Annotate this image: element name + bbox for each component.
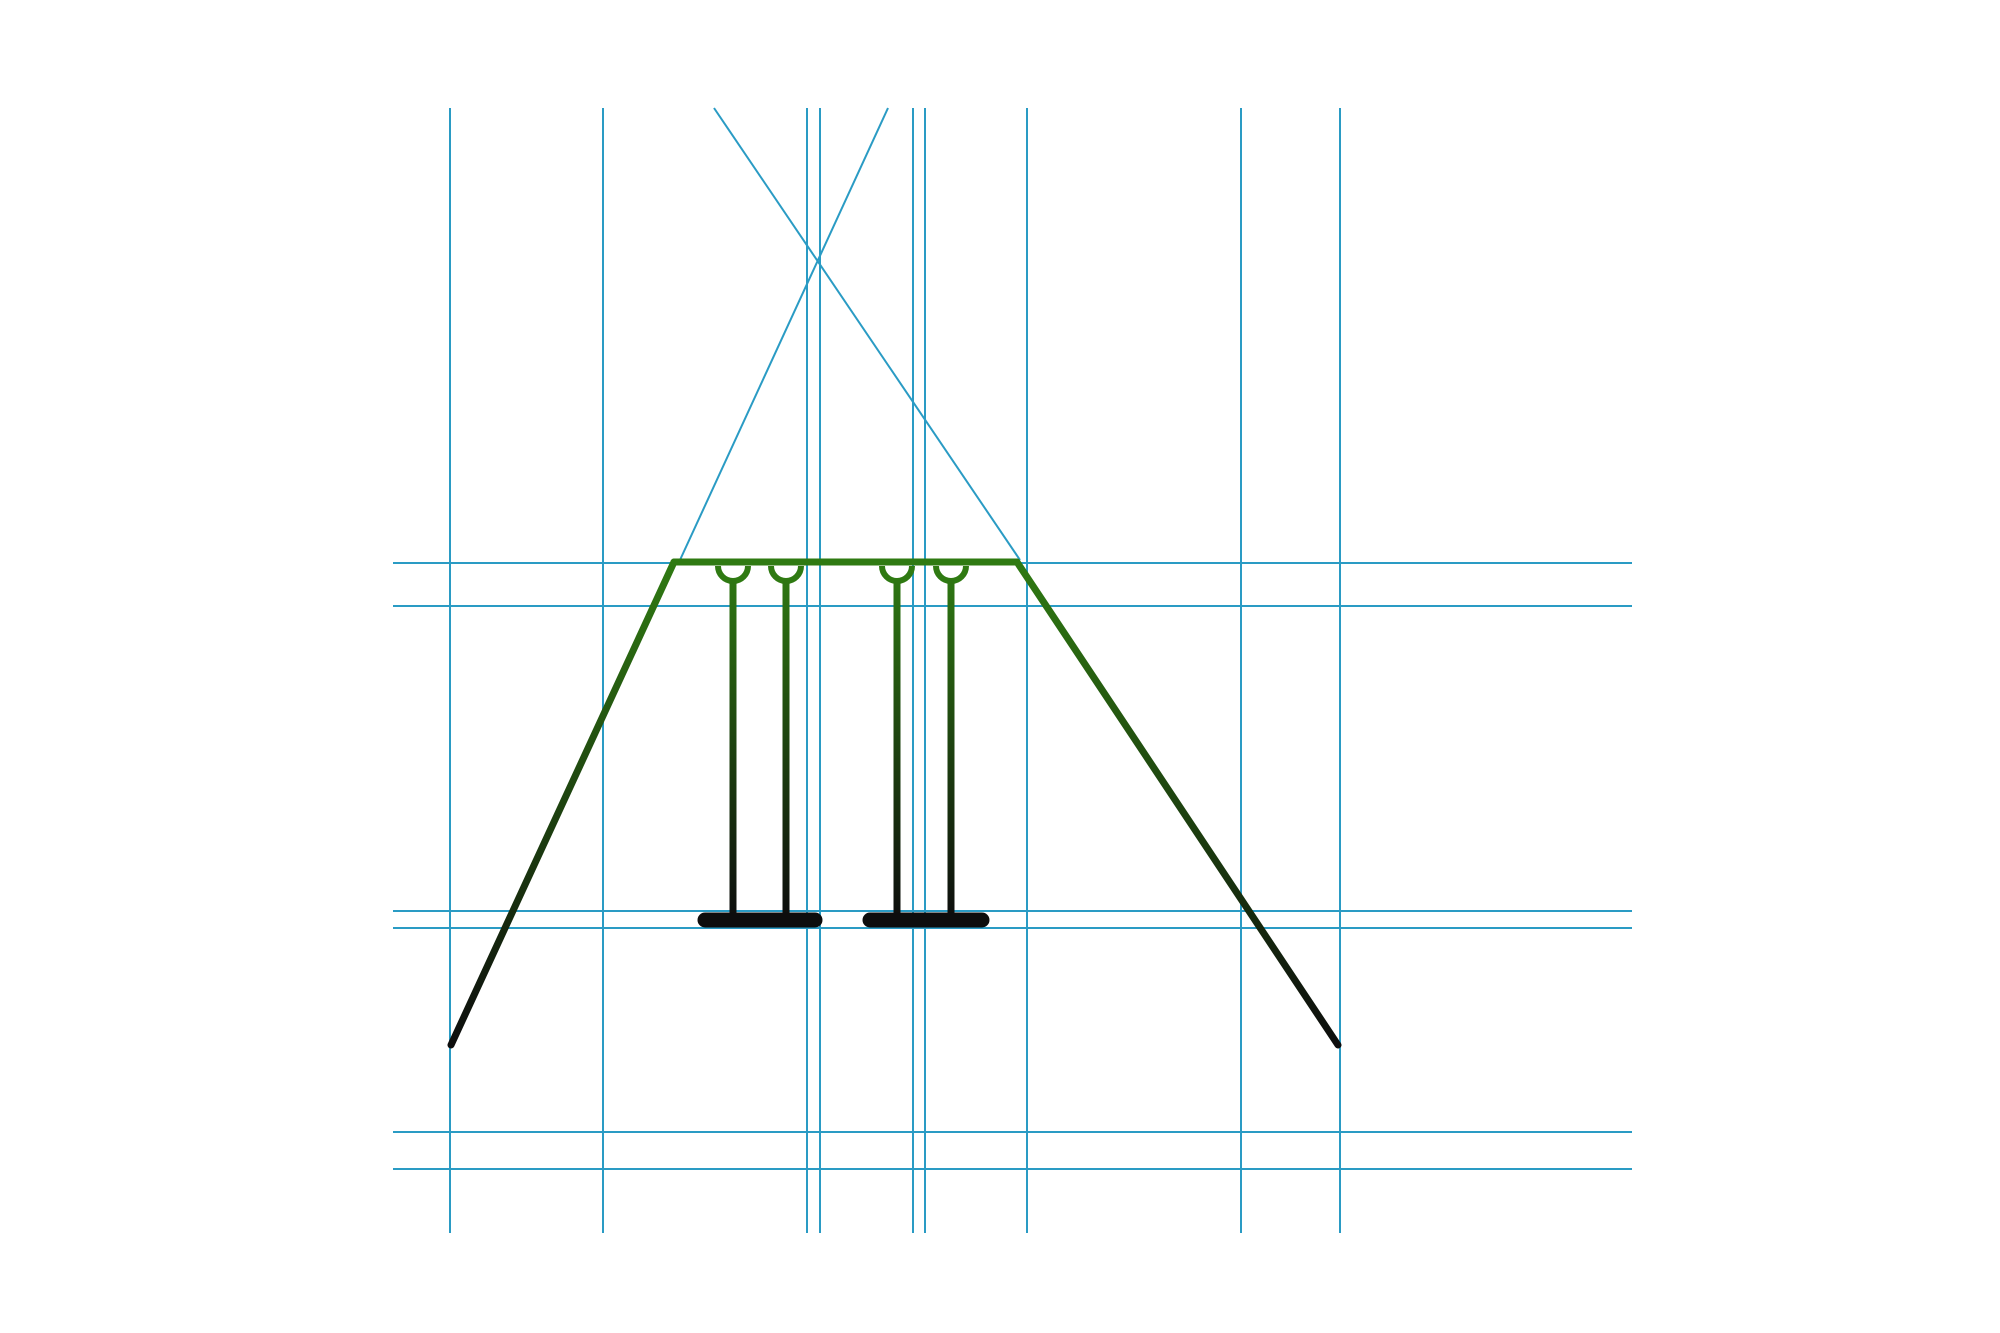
swing-1-hook-1 [715,565,751,584]
diagonal-guide-left [679,107,889,561]
swing-2-hook-1 [879,565,915,584]
right-leg [1013,558,1342,1049]
diagonal-guide-right [713,107,1021,561]
swing-1-hook-2 [768,565,804,584]
swing-2-hook-2 [933,565,969,584]
swing-1 [697,565,823,928]
swings [697,565,990,928]
swing-frame [447,558,1342,1049]
swing-2 [862,565,990,928]
construction-guide-lines [393,107,1632,1233]
left-leg [447,558,678,1049]
